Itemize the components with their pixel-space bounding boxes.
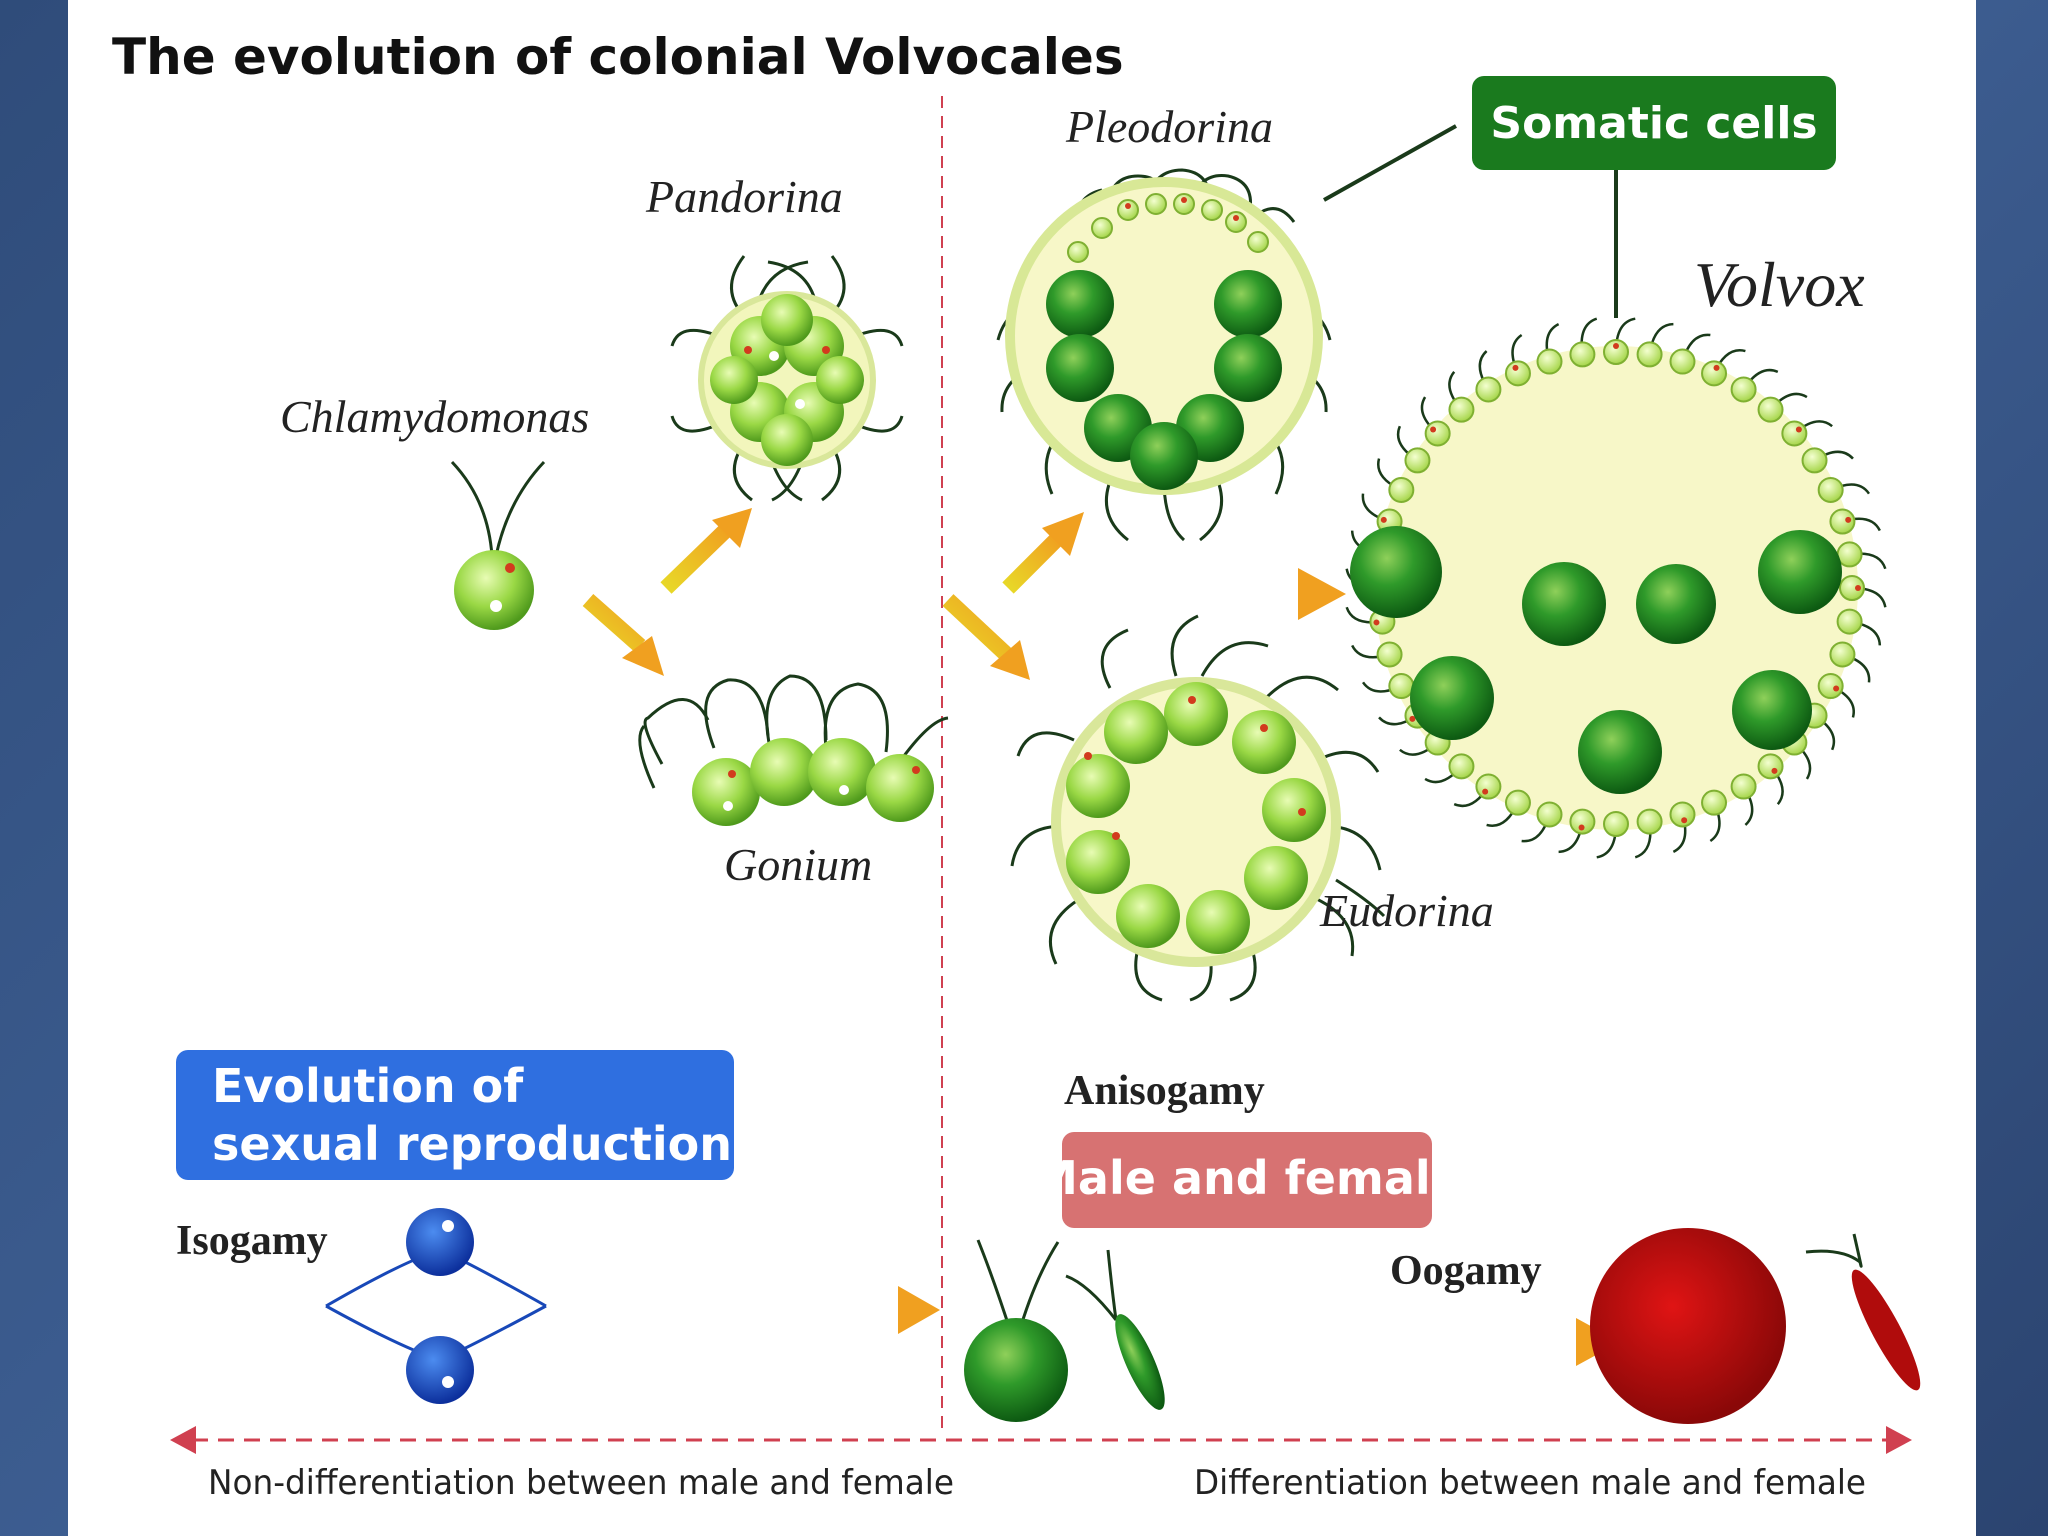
eyespot	[1482, 788, 1489, 795]
sexual-box-line2: sexual reproduction	[212, 1117, 732, 1171]
evolution-arrows	[546, 508, 1346, 680]
anisogamy-gametes	[964, 1239, 1165, 1422]
eyespot	[1855, 585, 1861, 591]
volvox-somatic-cell	[1569, 341, 1596, 368]
title: The evolution of colonial Volvocales	[112, 28, 1124, 86]
volvox-somatic-cell	[1817, 476, 1844, 503]
volvox-somatic-cell	[1536, 348, 1563, 375]
eyespot	[1771, 767, 1778, 774]
label-isogamy: Isogamy	[176, 1218, 328, 1264]
eyespot	[1578, 824, 1585, 831]
volvox-somatic-cell	[1701, 789, 1728, 816]
volvox-somatic-cell	[1636, 341, 1663, 368]
volvox-somatic-cell	[1781, 420, 1808, 447]
eyespot	[1833, 685, 1840, 692]
eyespot	[1430, 426, 1437, 433]
eyespot	[1845, 516, 1852, 523]
somatic-cells-box	[1472, 76, 1836, 170]
eudorina-colony	[1010, 614, 1386, 1002]
eyespot	[1713, 364, 1720, 371]
eyespot	[1373, 619, 1380, 626]
volvox-somatic-cell	[1448, 753, 1475, 780]
sexual-box-line1: Evolution of	[212, 1059, 524, 1113]
eyespot	[1380, 516, 1387, 523]
oogamy-gametes	[1590, 1228, 1921, 1424]
volvox-somatic-cell	[1669, 801, 1696, 828]
isogamy-arrow	[566, 1286, 940, 1334]
eyespot	[1613, 343, 1619, 349]
volvox-somatic-cell	[1404, 447, 1431, 474]
isogamy-gametes	[325, 1208, 547, 1404]
gonium-colony	[638, 674, 949, 826]
volvox-somatic-cell	[1475, 376, 1502, 403]
eyespot	[1681, 817, 1688, 824]
label-pleodorina: Pleodorina	[1065, 101, 1273, 152]
volvox-somatic-cell	[1836, 608, 1863, 635]
eyespot	[1512, 364, 1519, 371]
volvox-somatic-cell	[1603, 811, 1629, 837]
slide: The evolution of colonial Volvocales Chl…	[68, 0, 1976, 1536]
volvox-somatic-cell	[1757, 753, 1784, 780]
label-chlamydomonas: Chlamydomonas	[280, 391, 589, 442]
label-non-differentiation: Non-differentiation between male and fem…	[208, 1463, 954, 1503]
volvox-somatic-cell	[1636, 808, 1663, 835]
volvox-somatic-cell	[1730, 773, 1757, 800]
volvox-somatic-cell	[1839, 575, 1865, 601]
volvox-somatic-cell	[1757, 396, 1784, 423]
volvox-somatic-cell	[1388, 476, 1415, 503]
volvox-somatic-cell	[1836, 541, 1863, 568]
volvox-somatic-cell	[1536, 801, 1563, 828]
label-anisogamy: Anisogamy	[1064, 1068, 1265, 1114]
volvox-somatic-cell	[1829, 641, 1856, 668]
volvox-somatic-cell	[1701, 360, 1728, 387]
somatic-cells-callout: Somatic cells	[1323, 76, 1836, 318]
chlamydomonas-cell	[450, 460, 546, 630]
volvox-somatic-cell	[1829, 508, 1856, 535]
somatic-cells-label: Somatic cells	[1490, 98, 1817, 149]
pleodorina-colony	[996, 168, 1332, 542]
volvox-somatic-cell	[1817, 673, 1844, 700]
male-female-label: Male and female	[1032, 1151, 1462, 1205]
volvox-somatic-cell	[1569, 808, 1596, 835]
eyespot	[1409, 715, 1416, 722]
eyespot	[1795, 426, 1802, 433]
volvox-somatic-cell	[1669, 348, 1696, 375]
volvox-somatic-cell	[1448, 396, 1475, 423]
volvox-somatic-cell	[1376, 641, 1403, 668]
volvox-colony	[1345, 317, 1887, 859]
label-eudorina: Eudorina	[1319, 885, 1494, 936]
volvox-somatic-cell	[1730, 376, 1757, 403]
volvox-somatic-cell	[1801, 447, 1828, 474]
anisogamy-arrow	[1200, 1318, 1620, 1366]
volvocales-diagram: The evolution of colonial Volvocales Chl…	[112, 28, 1921, 1503]
label-volvox: Volvox	[1694, 249, 1865, 320]
differentiation-axis	[170, 1426, 1912, 1454]
volvox-somatic-cell	[1504, 789, 1531, 816]
label-gonium: Gonium	[724, 839, 872, 890]
label-differentiation: Differentiation between male and female	[1194, 1463, 1866, 1503]
pandorina-colony	[670, 255, 904, 502]
male-female-box: Male and female	[1032, 1132, 1462, 1228]
sexual-reproduction-box: Evolution of sexual reproduction	[176, 1050, 734, 1180]
volvox-somatic-cell	[1475, 773, 1502, 800]
label-pandorina: Pandorina	[645, 171, 843, 222]
volvox-somatic-cell	[1504, 360, 1531, 387]
label-oogamy: Oogamy	[1390, 1248, 1542, 1294]
volvox-somatic-cell	[1603, 339, 1629, 365]
volvox-somatic-cell	[1388, 673, 1415, 700]
volvox-somatic-cell	[1424, 420, 1451, 447]
